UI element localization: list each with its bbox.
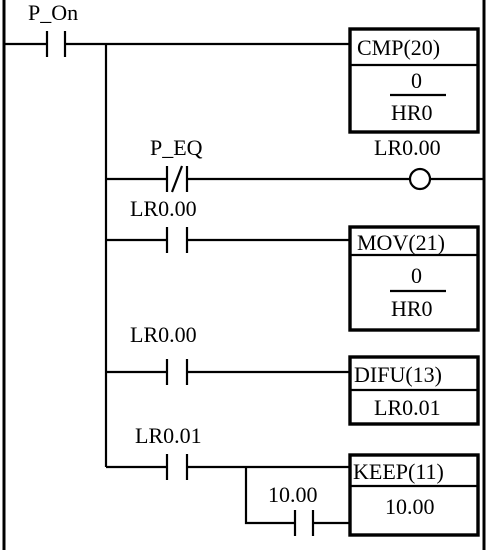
contact-lr0-00-difu[interactable] — [165, 359, 189, 385]
rung-5: LR0.01 10.00 KEEP(11) 10.00 — [106, 423, 480, 537]
instruction-keep-operand: 10.00 — [385, 494, 435, 519]
instruction-cmp[interactable]: CMP(20) 0 HR0 — [348, 27, 480, 134]
contact-p-on-label: P_On — [28, 0, 78, 25]
contact-p-eq[interactable] — [165, 165, 189, 193]
instruction-keep-name: KEEP(11) — [353, 459, 444, 484]
instruction-mov-frame — [348, 225, 480, 332]
instruction-mov-operand-top: 0 — [411, 263, 422, 288]
instruction-difu-name: DIFU(13) — [354, 362, 442, 387]
contact-lr0-00-mov-label: LR0.00 — [130, 196, 197, 221]
rung-3: LR0.00 MOV(21) 0 HR0 — [106, 196, 480, 332]
contact-lr0-01[interactable] — [165, 454, 189, 480]
coil-lr0-00-symbol — [408, 167, 432, 191]
instruction-keep-frame — [348, 453, 480, 537]
coil-lr0-00[interactable] — [408, 167, 432, 191]
contact-p-eq-slash — [170, 165, 184, 193]
contact-10-00[interactable] — [293, 510, 315, 536]
contact-lr0-00-difu-label: LR0.00 — [130, 322, 197, 347]
instruction-mov[interactable]: MOV(21) 0 HR0 — [348, 225, 480, 332]
contact-lr0-00-mov[interactable] — [165, 227, 189, 253]
contact-p-eq-label: P_EQ — [150, 135, 203, 160]
instruction-cmp-operand-top: 0 — [411, 68, 422, 93]
instruction-mov-name: MOV(21) — [357, 230, 445, 255]
instruction-cmp-frame — [348, 27, 480, 134]
instruction-difu-operand: LR0.01 — [374, 395, 441, 420]
contact-lr0-01-label: LR0.01 — [135, 423, 202, 448]
rung-2: P_EQ LR0.00 — [106, 135, 484, 193]
instruction-cmp-name: CMP(20) — [357, 35, 440, 60]
coil-lr0-00-label: LR0.00 — [374, 135, 441, 160]
contact-10-00-label: 10.00 — [268, 482, 318, 507]
rung-1: P_On CMP(20) 0 HR0 — [4, 0, 480, 134]
rung-4: LR0.00 DIFU(13) LR0.01 — [106, 322, 480, 426]
instruction-cmp-operand-bottom: HR0 — [391, 100, 433, 125]
instruction-keep[interactable]: KEEP(11) 10.00 — [348, 453, 480, 537]
contact-p-on[interactable] — [45, 31, 67, 57]
instruction-mov-operand-bottom: HR0 — [391, 296, 433, 321]
instruction-difu[interactable]: DIFU(13) LR0.01 — [348, 355, 480, 426]
reset-branch-wire — [244, 467, 295, 525]
